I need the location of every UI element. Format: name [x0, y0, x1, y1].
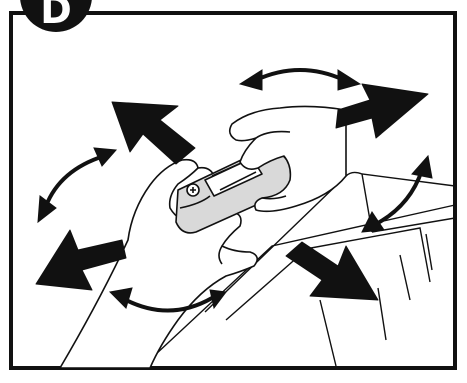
arrow-up-right	[336, 84, 428, 138]
arrow-up-left	[112, 102, 195, 164]
step-label: D	[20, 0, 92, 32]
arc-arrow-top	[256, 70, 344, 80]
arc-arrow-left	[46, 156, 104, 206]
arrow-down-right	[286, 242, 378, 300]
